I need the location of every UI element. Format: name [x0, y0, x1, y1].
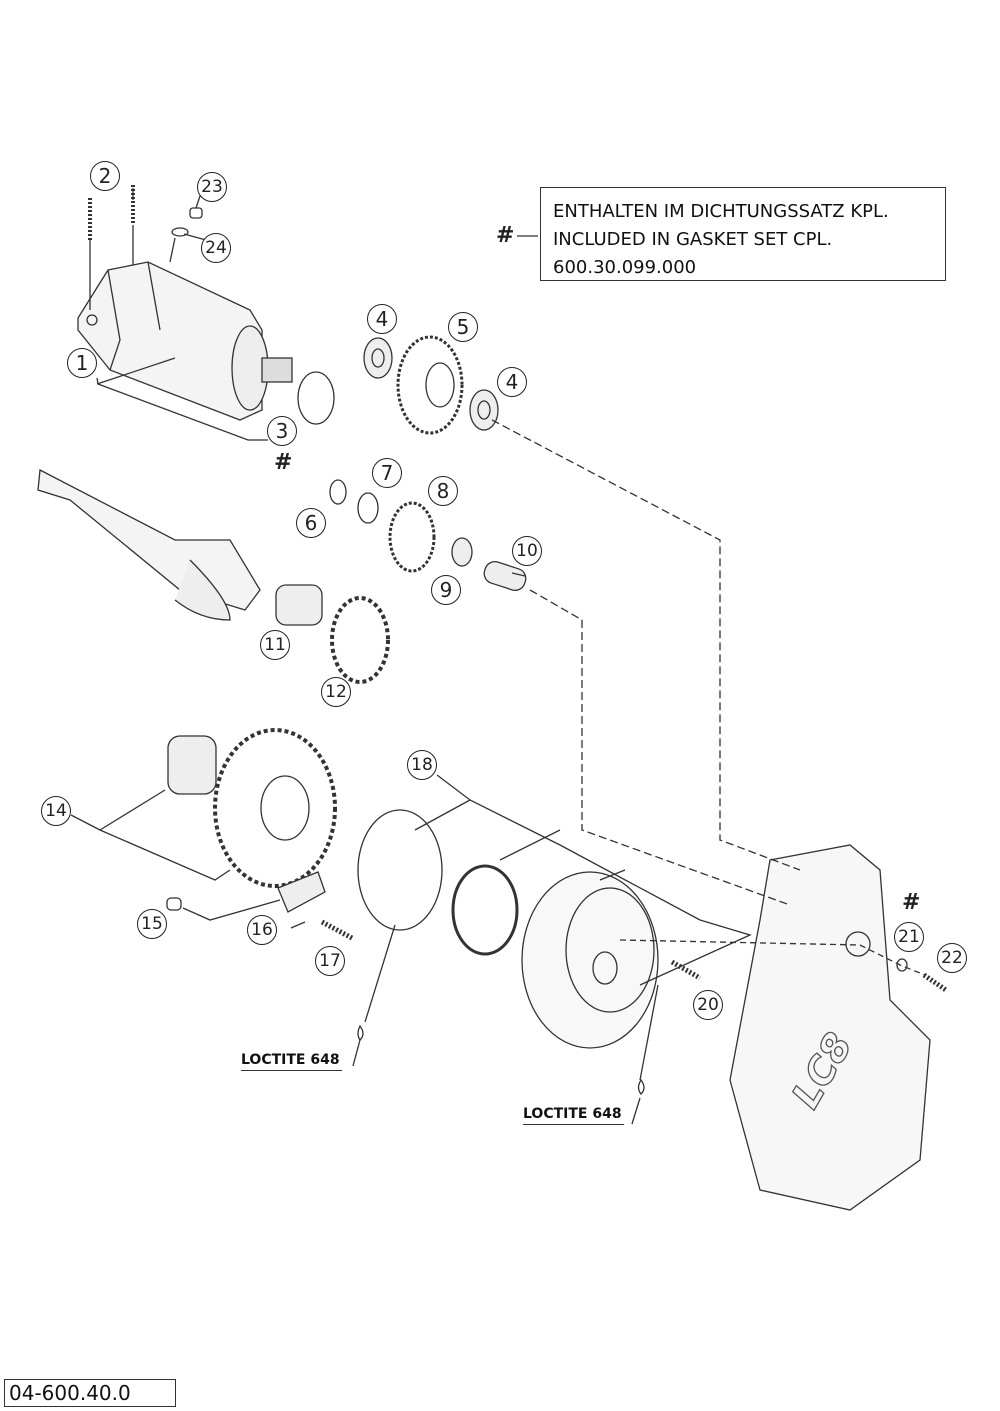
callout-9: 9	[431, 575, 461, 605]
legend-line-en: INCLUDED IN GASKET SET CPL.	[553, 229, 833, 250]
crankshaft	[37, 468, 261, 621]
hash-mark-item-21: #	[902, 890, 921, 915]
gasket-set-legend: ENTHALTEN IM DICHTUNGSSATZ KPL. INCLUDED…	[540, 187, 946, 281]
legend-part-number: 600.30.099.000	[553, 257, 697, 278]
callout-4-left: 4	[367, 304, 397, 334]
legend-hash-mark: #	[496, 223, 515, 248]
callout-18: 18	[407, 750, 437, 780]
needle-bearing-14	[167, 735, 217, 795]
callout-6: 6	[296, 508, 326, 538]
intermediate-gear-5	[396, 335, 464, 435]
bearing-11	[275, 584, 323, 626]
callout-3: 3	[267, 416, 297, 446]
circlip-6	[329, 479, 347, 505]
callout-20: 20	[693, 990, 723, 1020]
callout-7: 7	[372, 458, 402, 488]
page-code: 04-600.40.0	[4, 1379, 176, 1407]
callout-16: 16	[247, 915, 277, 945]
callout-23: 23	[197, 172, 227, 202]
callout-5: 5	[448, 312, 478, 342]
gear-12	[330, 596, 390, 684]
screw-2	[88, 185, 135, 310]
callout-24: 24	[201, 233, 231, 263]
bushing-10	[483, 560, 527, 592]
callout-1: 1	[67, 348, 97, 378]
freewheel-18	[451, 864, 519, 956]
o-ring-21	[896, 958, 908, 972]
starter-gear-14	[213, 728, 337, 888]
bearing-4-left	[363, 337, 393, 379]
callout-8: 8	[428, 476, 458, 506]
callout-2: 2	[90, 161, 120, 191]
freewheel-ring-18	[357, 809, 443, 931]
lever-16	[277, 871, 326, 913]
callout-12: 12	[321, 677, 351, 707]
callout-15: 15	[137, 909, 167, 939]
loctite-label-left: LOCTITE 648	[241, 1052, 342, 1071]
screw-17	[320, 919, 354, 941]
loctite-drop-left	[357, 1024, 364, 1042]
screw-20	[670, 959, 702, 981]
o-ring-3	[297, 371, 335, 425]
screw-22	[922, 972, 948, 993]
legend-line-de: ENTHALTEN IM DICHTUNGSSATZ KPL.	[553, 201, 889, 222]
washer-7	[357, 492, 379, 524]
leader-lines	[70, 188, 926, 1125]
bearing-9	[451, 537, 473, 567]
starter-motor	[77, 261, 293, 421]
callout-14: 14	[41, 796, 71, 826]
loctite-drop-right	[637, 1078, 645, 1095]
loctite-label-right: LOCTITE 648	[523, 1106, 624, 1125]
callout-4-right: 4	[497, 367, 527, 397]
callout-21: 21	[894, 922, 924, 952]
callout-17: 17	[315, 946, 345, 976]
rotor-18	[521, 871, 659, 1049]
hash-mark-item-3: #	[274, 450, 293, 475]
callout-11: 11	[260, 630, 290, 660]
bearing-4-right	[469, 389, 499, 431]
callout-10: 10	[512, 536, 542, 566]
callout-22: 22	[937, 943, 967, 973]
ignition-cover: LC8	[729, 844, 931, 1211]
gear-8	[388, 501, 436, 573]
pin-15	[166, 897, 182, 911]
